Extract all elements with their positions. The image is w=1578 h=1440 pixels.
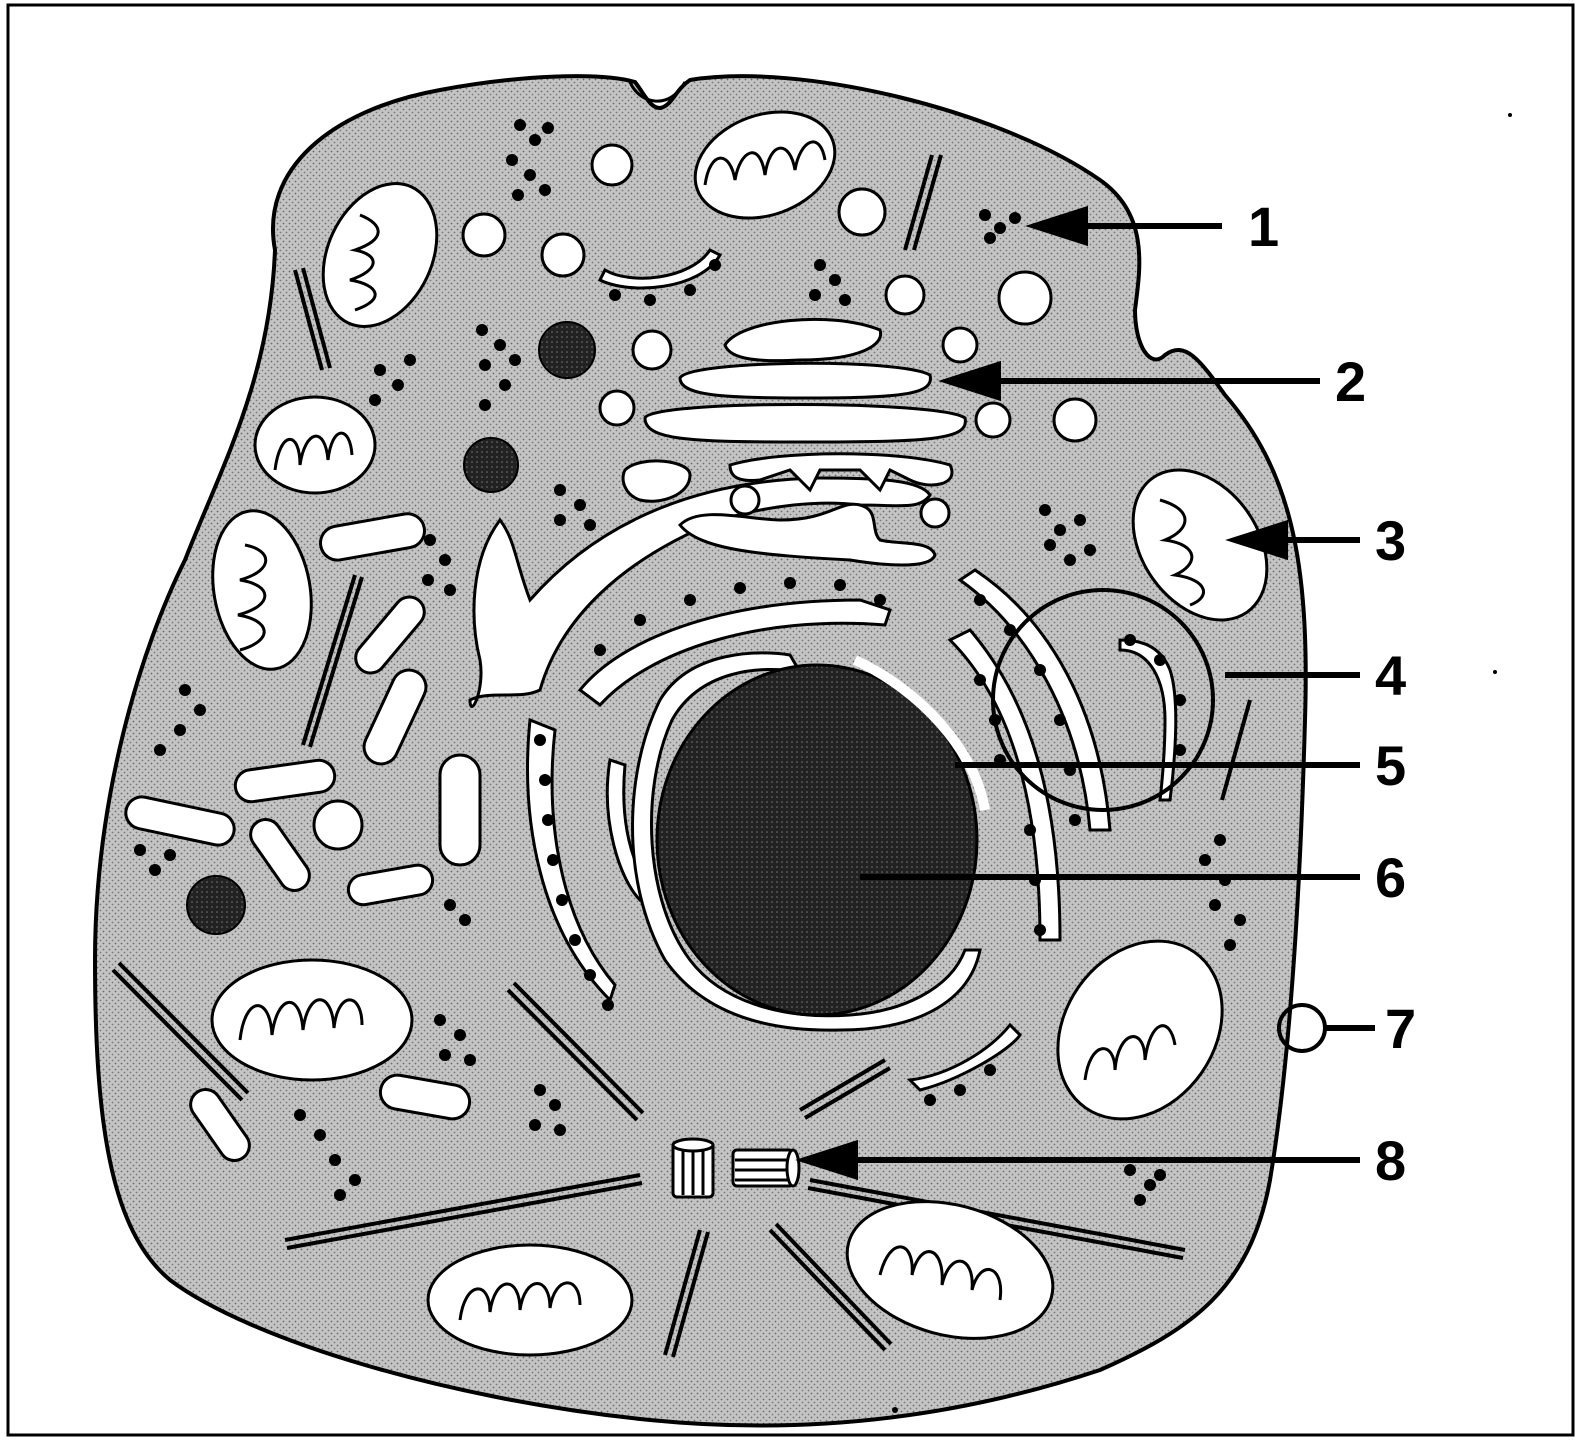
label-8: 8: [1375, 1129, 1406, 1192]
label-2: 2: [1335, 350, 1366, 413]
label-3: 3: [1375, 509, 1406, 572]
speck: [1493, 670, 1497, 674]
label-7: 7: [1385, 997, 1416, 1060]
mitochondrion: [212, 960, 412, 1080]
label-6: 6: [1375, 846, 1406, 909]
label-4: 4: [1375, 644, 1406, 707]
mitochondrion: [255, 397, 375, 493]
mitochondrion: [428, 1245, 632, 1355]
speck: [892, 1407, 898, 1413]
speck: [1508, 113, 1512, 117]
label-5: 5: [1375, 734, 1406, 797]
label-1: 1: [1248, 195, 1279, 258]
